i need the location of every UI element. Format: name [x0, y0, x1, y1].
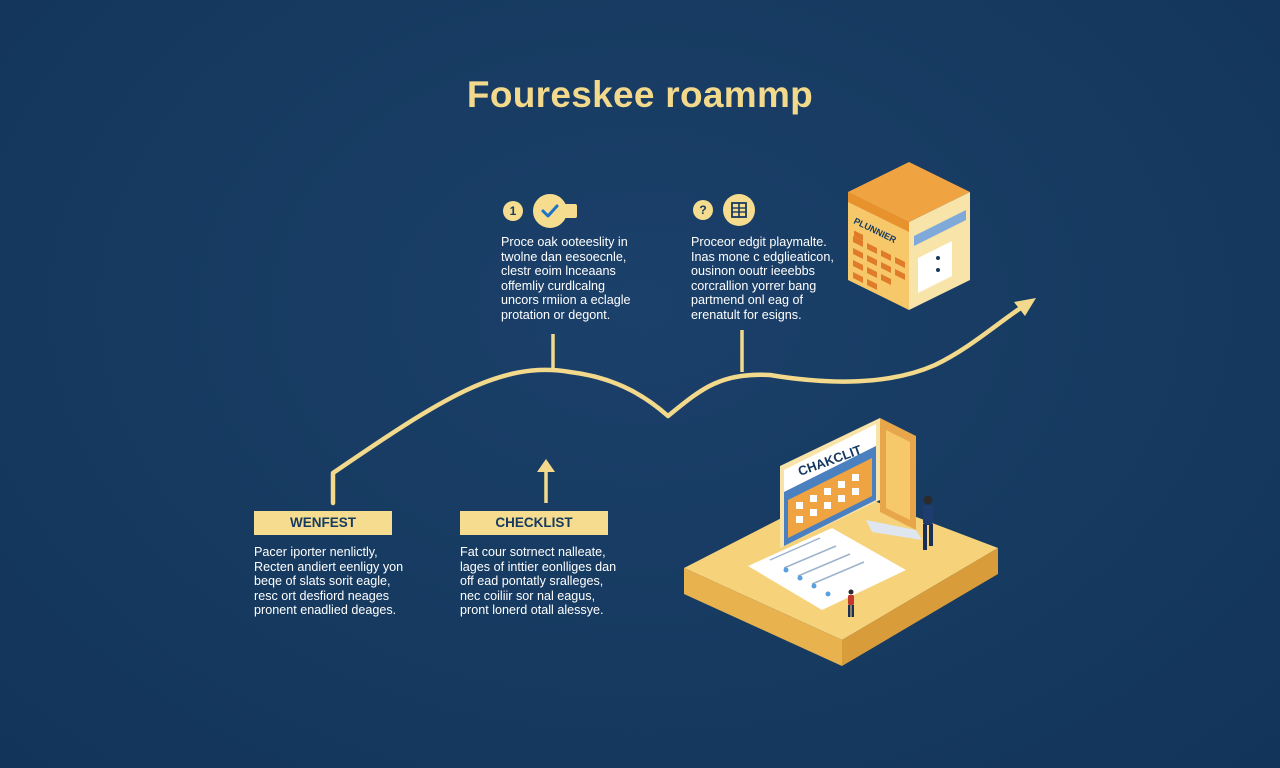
person-figure-small [848, 589, 854, 617]
milestone-1-number: 1 [503, 201, 523, 221]
checkmark-icon [533, 194, 567, 228]
milestone-2-number: ? [693, 200, 713, 220]
milestone-1-icon-group [533, 194, 579, 228]
up-arrow-head [537, 459, 555, 472]
milestone-1-header: 1 [503, 194, 579, 228]
milestone-2-header: ? [693, 194, 755, 226]
person-figure-large [923, 495, 933, 550]
roadmap-title: Foureskee roammp [466, 74, 814, 115]
stage-label-wenfest: WENFEST [254, 511, 392, 535]
grid-icon [723, 194, 755, 226]
roadmap-arrowhead [1014, 298, 1036, 316]
milestone-1-description: Proce oak ooteeslity in twolne dan eesoe… [501, 235, 631, 322]
roadmap-path [330, 302, 1028, 506]
milestone-2-description: Proceor edgit playmalte. Inas mone c edg… [691, 235, 834, 322]
stage-wenfest-description: Pacer iporter nenlictly, Recten andiert … [254, 545, 404, 618]
calendar-cells [853, 210, 966, 293]
stage-checklist-description: Fat cour sotrnect nalleate, lages of int… [460, 545, 617, 618]
stage-label-checklist: CHECKLIST [460, 511, 608, 535]
